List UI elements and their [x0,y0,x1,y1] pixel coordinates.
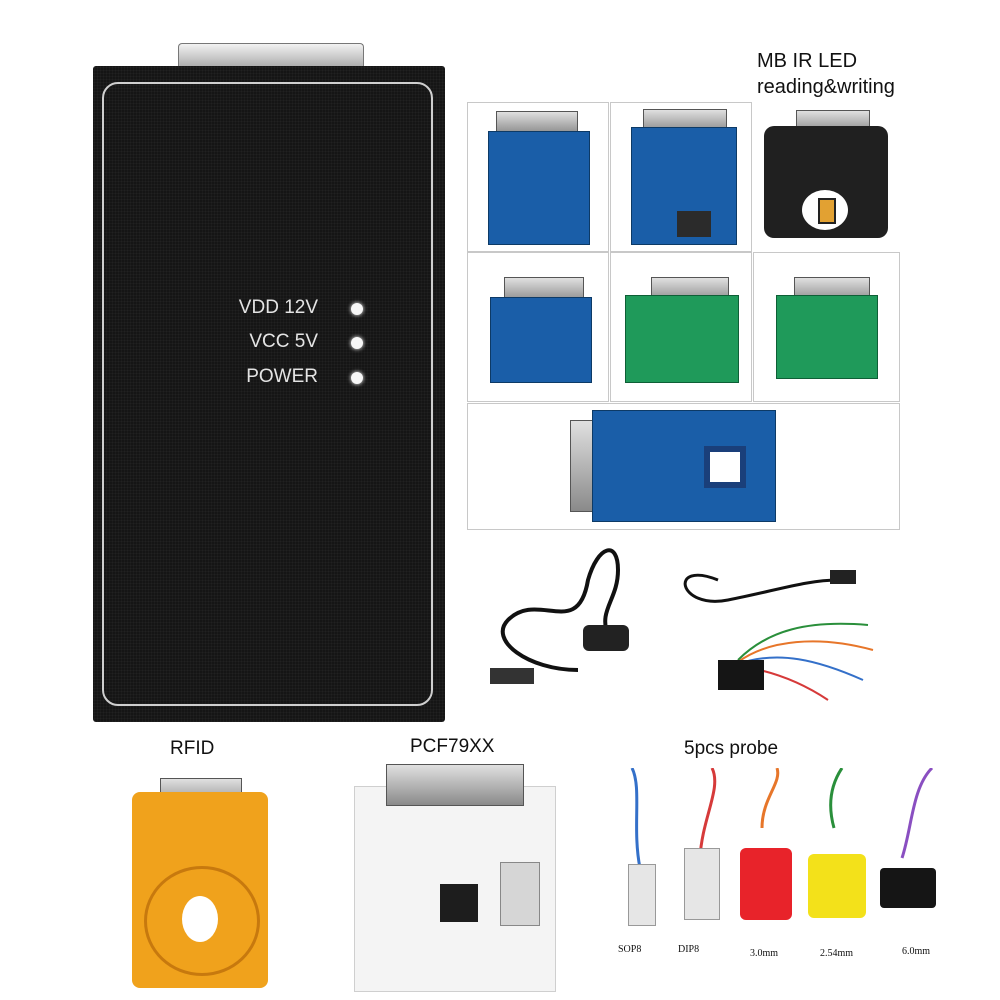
usb-plug [830,570,856,584]
led-vcc-indicator [351,337,363,349]
ir-led-sensor [818,198,836,224]
sd-card-slot [500,862,540,926]
probe-6mm [880,868,936,908]
device-face-frame [102,82,433,706]
adapter-cell-4 [467,252,609,402]
adapter-cell-5 [610,252,752,402]
probe-254mm [808,854,866,918]
led-label-vcc: VCC 5V [249,331,318,352]
adapter-cell-6 [753,252,900,402]
antenna-window [704,446,746,488]
zif-socket [677,211,711,237]
probe-3mm [740,848,792,920]
probe-label-6mm: 6.0mm [902,946,931,957]
green-adapter-board [625,295,739,383]
probe-label-3mm: 3.0mm [750,948,779,959]
adapter-cell-2 [610,102,752,252]
db15-plug [490,668,534,684]
led-vdd-indicator [351,303,363,315]
caption-5pcs-probe: 5pcs probe [684,738,779,759]
mb-ir-led-adapter [762,104,892,240]
db25-connector [386,764,524,806]
probe-label-dip8: DIP8 [678,944,700,955]
pcf79xx-adapter [352,764,557,992]
probe-wires [630,768,934,869]
caption-reading-writing: reading&writing [757,76,895,98]
pcf-chip [440,884,478,922]
caption-pcf79xx: PCF79XX [410,736,495,757]
usb-cable [683,570,856,603]
cables-illustration [490,548,874,701]
led-label-vdd: VDD 12V [238,297,318,318]
programmer-device [93,66,445,722]
obd-plug [583,625,629,651]
adapter-cell-7 [467,403,900,530]
probes-photo: SOP8 DIP8 3.0mm 2.54mm 6.0mm [612,768,960,968]
dip8-probe [684,848,720,920]
led-label-power: POWER [246,366,318,387]
caption-mb-ir-led: MB IR LED [757,50,858,72]
led-power-indicator [351,372,363,384]
sop8-probe [628,864,656,926]
blue-adapter-board [488,131,590,245]
wire-harness [718,622,874,701]
probe-label-sop8: SOP8 [618,944,642,955]
probe-label-254mm: 2.54mm [820,948,854,959]
antenna-board [592,410,776,522]
rfid-coil [144,866,260,976]
db25-plug [718,660,764,690]
caption-rfid: RFID [170,738,215,759]
adapter-cell-1 [467,102,609,252]
rfid-adapter [132,778,268,988]
rfid-coil-center [182,896,218,942]
blue-adapter-board [490,297,592,383]
obd-cable [490,548,629,684]
green-adapter-board [776,295,878,379]
